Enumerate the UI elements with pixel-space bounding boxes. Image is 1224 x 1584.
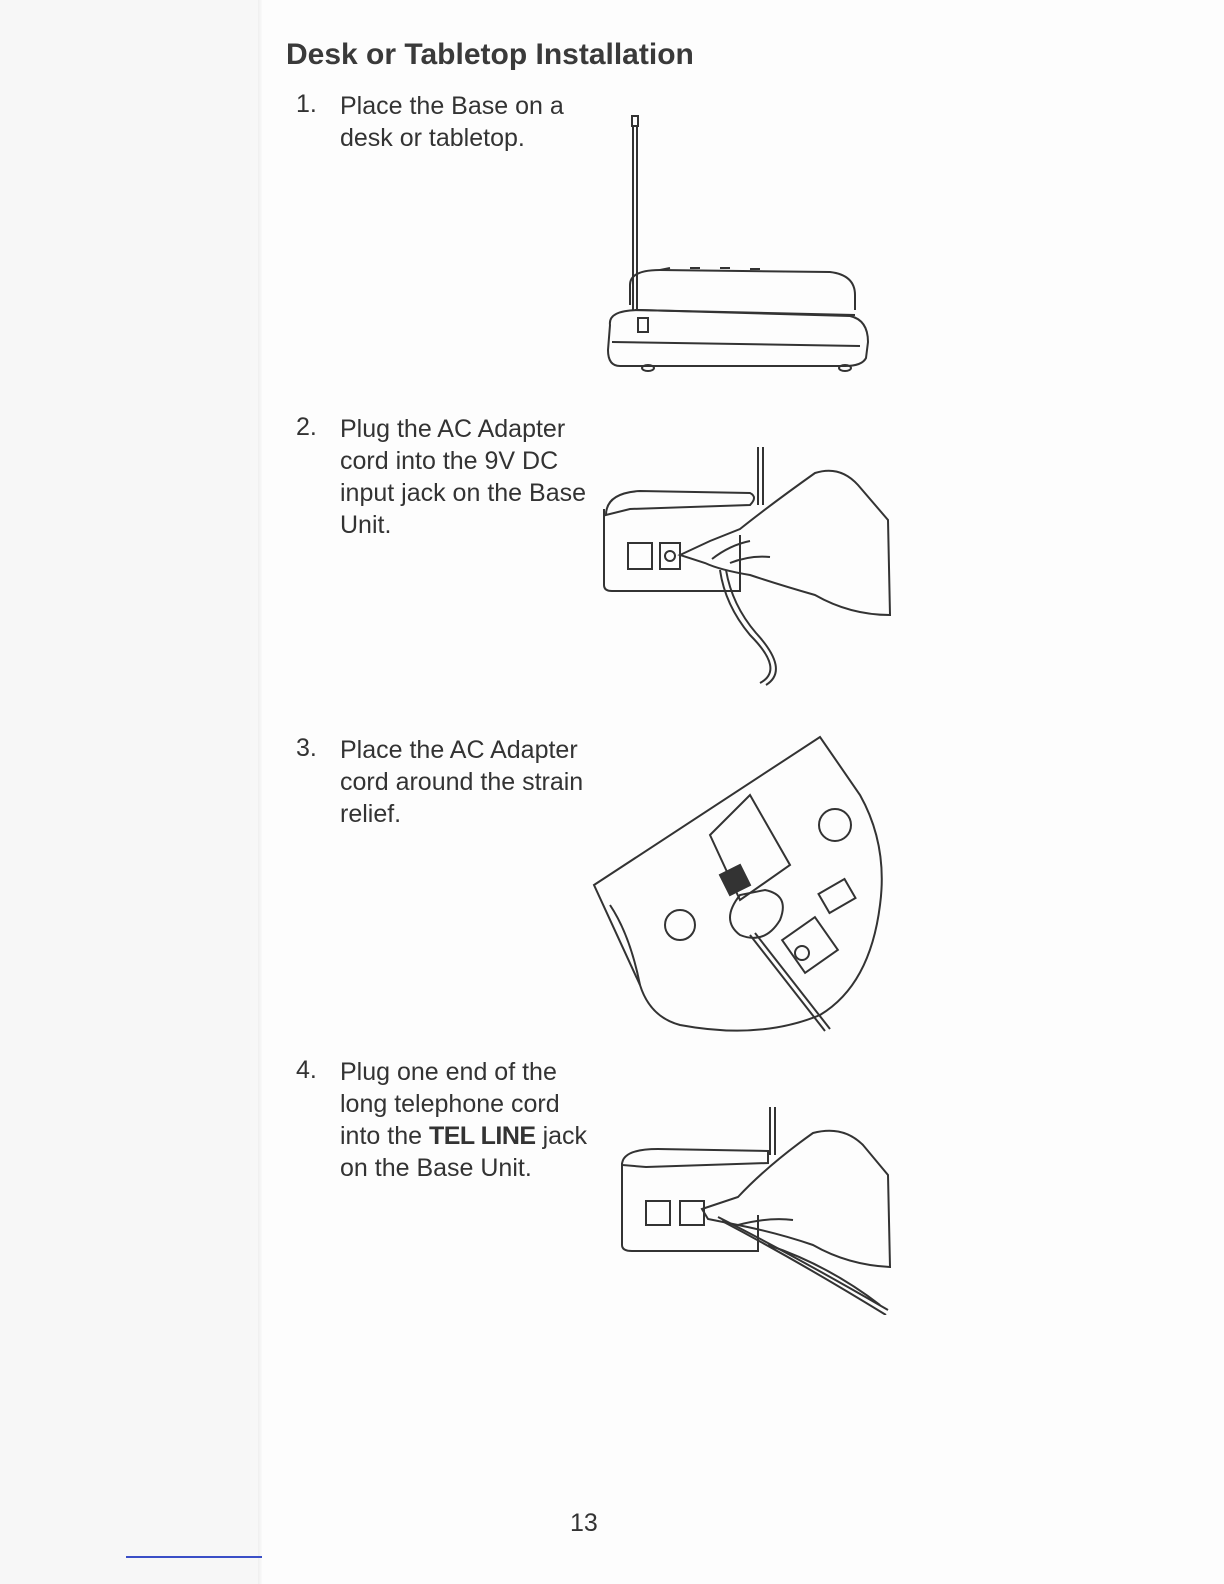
adapter-cord-icon [720, 570, 770, 683]
base-unit-back-icon [622, 1163, 758, 1251]
strain-relief-illustration [590, 735, 890, 1035]
antenna-tip-icon [632, 116, 638, 126]
step-number: 1. [296, 90, 317, 119]
phone-jack-icon [628, 543, 652, 569]
page-number: 13 [570, 1509, 598, 1538]
foot-icon [665, 910, 695, 940]
bottom-link-underline[interactable] [126, 1556, 267, 1558]
base-unit-back-icon [604, 509, 740, 591]
tel-line-label: TEL LINE [429, 1122, 536, 1150]
step-number: 2. [296, 413, 317, 442]
tel-line-jack-icon [819, 879, 856, 913]
tel-line-plug-illustration [618, 1105, 893, 1315]
base-unit-side-illustration [600, 110, 880, 375]
base-unit-top-icon [606, 491, 754, 515]
foot-icon [819, 809, 851, 841]
page-title: Desk or Tabletop Installation [286, 38, 694, 72]
step-text: Place the Base on a desk or tabletop. [340, 90, 596, 154]
tel-line-jack-icon [680, 1201, 704, 1225]
dc-jack-icon [660, 543, 680, 569]
step-text: Place the AC Adapter cord around the str… [340, 734, 596, 830]
dc-jack-icon [782, 917, 838, 973]
ac-adapter-plug-illustration [600, 445, 895, 690]
step-number: 3. [296, 734, 317, 763]
handset-icon [630, 270, 855, 310]
base-unit-top-icon [622, 1149, 768, 1167]
step-text: Plug the AC Adapter cord into the 9V DC … [340, 413, 596, 541]
left-margin [0, 0, 262, 1584]
strain-relief-hook-icon [730, 890, 783, 938]
step-text: Plug one end of the long telephone cord … [340, 1056, 596, 1184]
step-number: 4. [296, 1056, 317, 1085]
phone-jack-icon [646, 1201, 670, 1225]
